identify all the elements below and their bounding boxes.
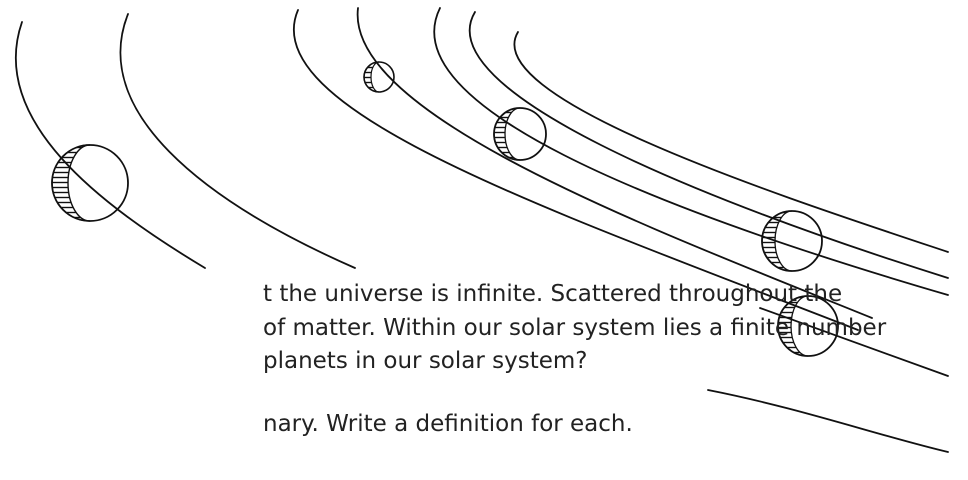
passage-text: . Scattered throughout the [536,281,842,307]
passage-line-3: planets in our solar system? [263,347,587,375]
orbit-line [120,14,355,268]
passage-line-1: t the universe is infinite. Scattered th… [263,280,842,308]
vocab-term-finite: finite [730,315,789,341]
orbit-line [16,22,205,268]
instruction-line: nary. Write a definition for each. [263,410,633,438]
planet-1 [52,145,128,221]
passage-text: number [789,315,886,341]
orbit-line [514,32,948,252]
orbit-line [434,8,948,295]
planet-4 [762,211,822,271]
vocab-term-infinite: infinite [456,281,536,307]
passage-text: of matter. Within our solar system lies … [263,315,730,341]
orbit-line [470,12,948,278]
passage-line-2: of matter. Within our solar system lies … [263,314,886,342]
orbit-line [708,390,948,452]
passage-text: t the universe is [263,281,456,307]
planet-3 [494,108,546,160]
